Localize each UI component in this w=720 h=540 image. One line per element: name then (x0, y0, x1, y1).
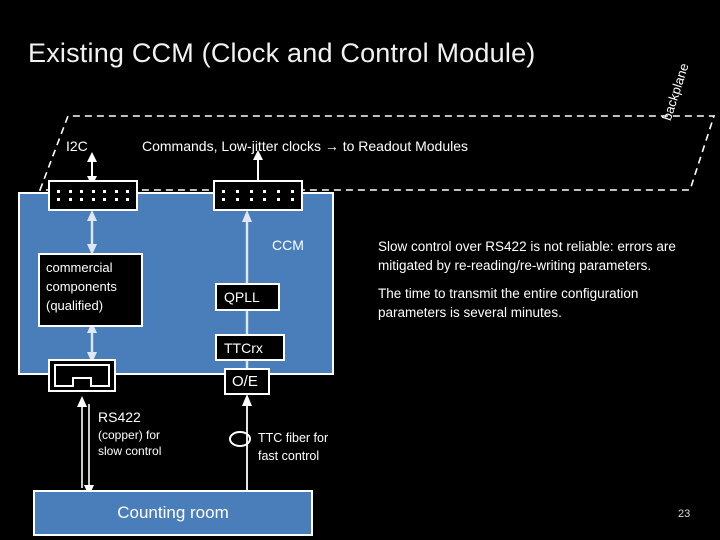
commands-bus-label: Commands, Low-jitter clocks → to Readout… (142, 138, 469, 154)
connector-pin (235, 198, 239, 201)
i2c-bus-label: I2C (66, 138, 88, 154)
rj45-jack-icon (48, 359, 116, 392)
connector-pin (91, 198, 95, 201)
connector-pin (91, 190, 95, 193)
note-paragraph-2: The time to transmit the entire configur… (378, 286, 639, 320)
connector-pin (57, 190, 60, 193)
page-number: 23 (678, 508, 691, 520)
connector-pin-row (57, 198, 129, 201)
page-title: Existing CCM (Clock and Control Module) (28, 38, 536, 68)
clock-connector (213, 180, 303, 211)
connector-pin-row (222, 190, 294, 193)
ttc-fiber-label: TTC fiber for fast control (258, 431, 329, 463)
notes-block: Slow control over RS422 is not reliable:… (378, 238, 698, 333)
connector-pin (57, 198, 60, 201)
backplane-outline (38, 115, 716, 191)
connector-pin (263, 190, 267, 193)
connector-pin (68, 190, 72, 193)
connector-pin (222, 198, 225, 201)
block-ttcrx: TTCrx (215, 334, 285, 361)
block-qpll: QPLL (215, 283, 280, 311)
connector-pin (80, 190, 83, 193)
counting-room-box: Counting room (33, 490, 313, 536)
connector-pin (114, 198, 118, 201)
connector-pin (249, 190, 253, 193)
block-commercial-components: commercial components (qualified) (38, 253, 143, 327)
connector-pin (277, 198, 281, 201)
connector-pin (290, 198, 294, 201)
connector-pin (103, 190, 106, 193)
rs422-label: RS422 (98, 409, 141, 425)
block-oe: O/E (224, 368, 270, 395)
connector-pin-row (222, 198, 294, 201)
connector-pin (103, 198, 106, 201)
connector-pin (290, 190, 294, 193)
connector-pin (277, 190, 281, 193)
connector-pin (126, 190, 129, 193)
connector-pin (235, 190, 239, 193)
connector-pin (68, 198, 72, 201)
note-paragraph-1: Slow control over RS422 is not reliable:… (378, 239, 676, 273)
connector-pin (222, 190, 225, 193)
connector-pin (80, 198, 83, 201)
i2c-connector (48, 180, 138, 211)
connector-pin-row (57, 190, 129, 193)
connector-pin (249, 198, 253, 201)
connector-pin (126, 198, 129, 201)
connector-pin (114, 190, 118, 193)
connector-pin (263, 198, 267, 201)
ccm-board-label: CCM (272, 237, 304, 253)
rs422-detail-label: (copper) for slow control (98, 428, 162, 459)
